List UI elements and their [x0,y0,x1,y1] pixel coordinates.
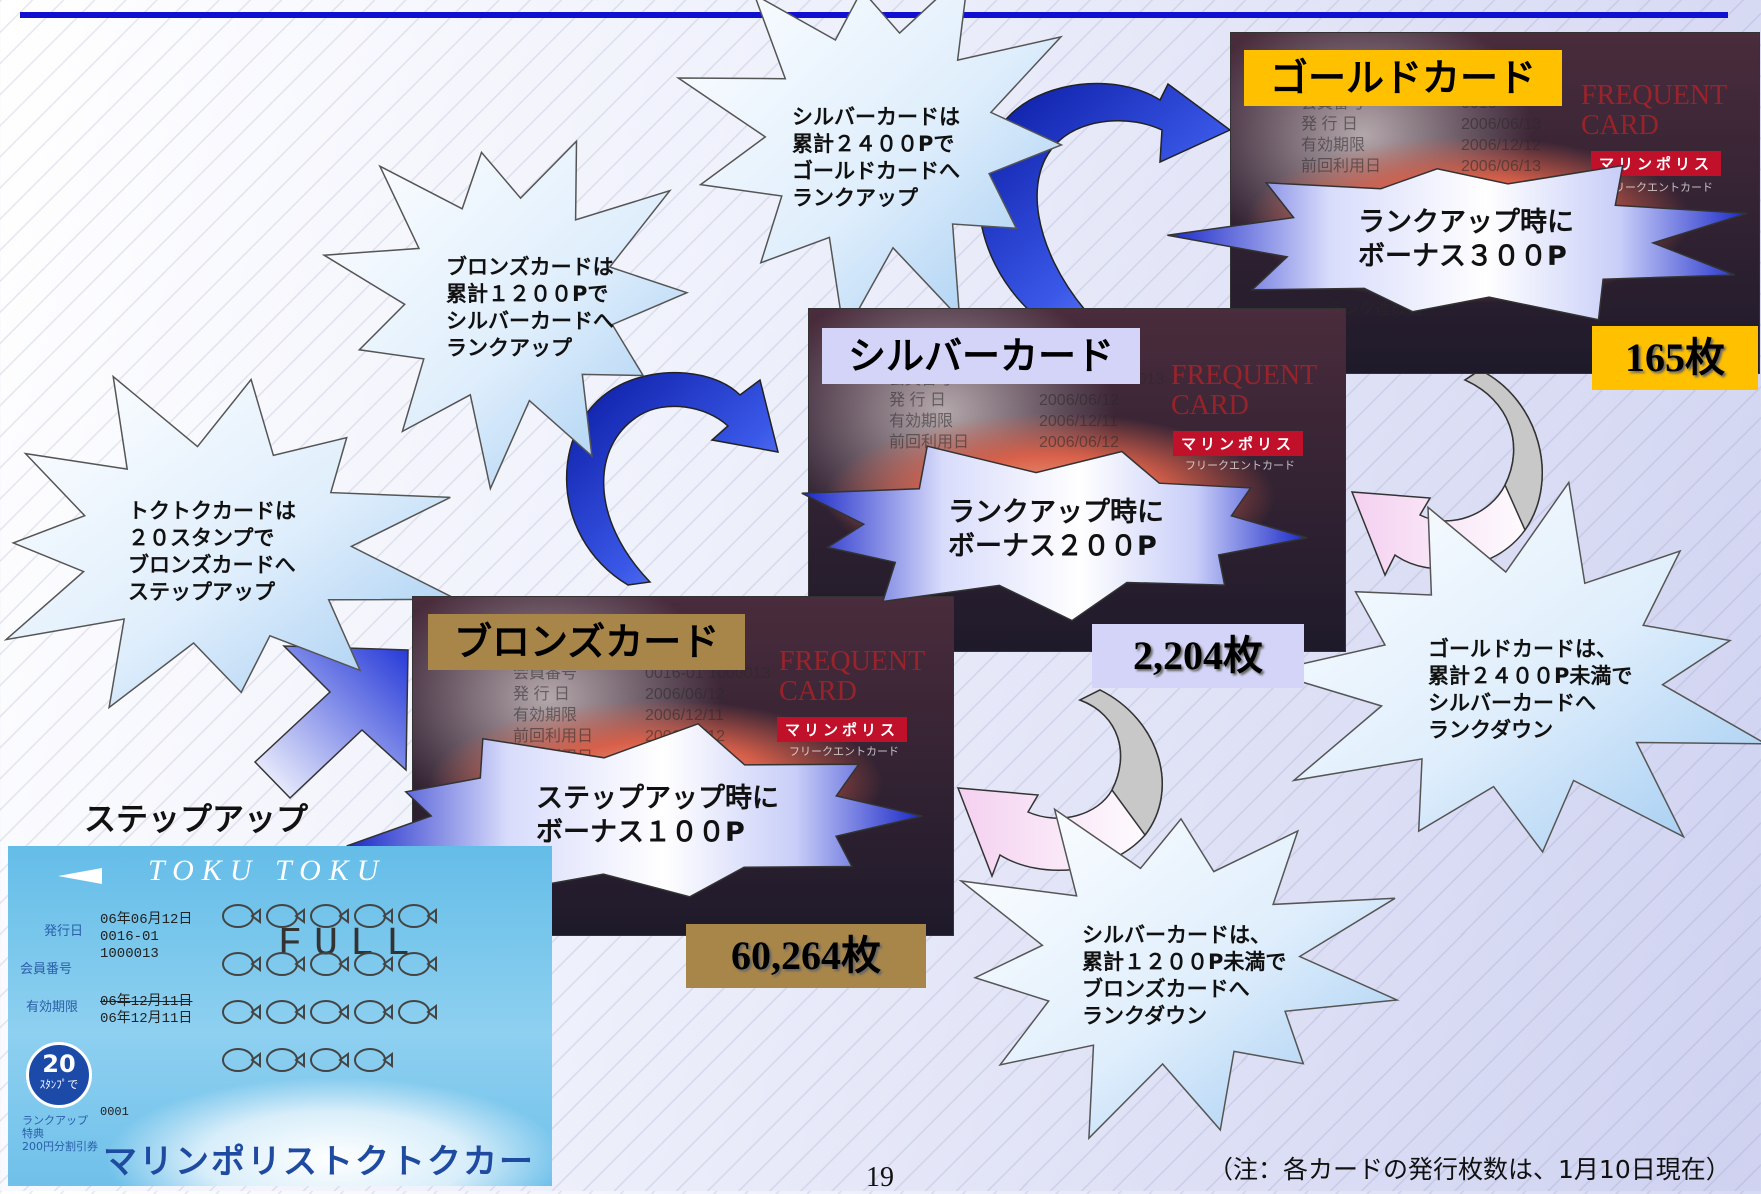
silver-bonus-text: ランクアップ時にボーナス２００P [948,497,1164,562]
burst-bronze-up: ブロンズカードは累計１２００Pでシルバーカードへランクアップ [446,255,614,360]
tokutoku-field-member: 会員番号 [20,962,73,977]
stamp-mark [310,952,342,976]
burst-shape-silver-down [958,807,1400,1141]
stamp-mark [310,1000,342,1024]
stamp-mark [222,904,254,928]
arrow-silver-to-gold [978,82,1232,321]
tokutoku-footer: マリンポリストクトクカード [103,1142,535,1182]
gold-count: 165枚 [1592,326,1758,390]
stamp-mark [266,952,298,976]
stamp-mark [266,1000,298,1024]
stamp-mark [398,904,430,928]
stamp-mark [222,1000,254,1024]
stamp-mark [310,904,342,928]
footnote: （注：各カードの発行枚数は、1月10日現在） [1208,1155,1731,1184]
gold-card-marine: マリンポリス [1591,151,1722,176]
arrow-up-toku-to-bronze [253,645,409,800]
bronze-card-rows: 会員番号発 行 日有効期限前回利用日今回利用日 [513,665,594,766]
silver-card-marine: マリンポリス [1173,431,1304,456]
arrow-left-icon [58,868,102,884]
burst-silver-up: シルバーカードは累計２４００Pでゴールドカードへランクアップ [792,105,960,210]
gold-card-label: ゴールドカード [1244,50,1563,106]
stamp-mark [354,904,386,928]
stamp-mark [354,1000,386,1024]
burst-shape-silver-up [675,0,1064,338]
tokutoku-title: TOKU TOKU [148,854,387,887]
bronze-card-label: ブロンズカード [428,614,746,670]
arrow-bronze-to-silver [565,371,780,586]
stamp-mark [222,952,254,976]
stamp-mark [310,1048,342,1072]
silver-card-label: シルバーカード [822,328,1141,384]
stamp-mark [354,952,386,976]
page-number: 19 [866,1162,894,1193]
stamp-grid [222,904,437,1072]
bronze-count: 60,264枚 [686,924,926,988]
stamp-mark [354,1048,386,1072]
stepup-label: ステップアップ [84,800,309,838]
tokutoku-serial: 0001 [100,1105,129,1119]
bronze-card-sub: フリークエントカード [789,745,899,758]
burst-shape-gold-down [1264,480,1761,854]
stamp-mark [222,1048,254,1072]
bronze-card-marine: マリンポリス [777,717,908,742]
tokutoku-field-issue: 発行日 [44,924,84,939]
burst-shape-bronze-up [321,139,690,492]
burst-silver-down: シルバーカードは、累計１２００P未満でブロンズカードへランクダウン [1082,923,1287,1028]
gold-bonus-text: ランクアップ時にボーナス３００P [1358,207,1574,272]
burst-shape-toku-up [3,374,457,710]
gold-card-sub: フリークエントカード [1603,181,1713,194]
bronze-bonus-text: ステップアップ時にボーナス１００P [536,783,779,848]
stamp-mark [266,904,298,928]
stamp-badge: 20 ｽﾀﾝﾌﾟで [26,1042,92,1108]
burst-gold-down: ゴールドカードは、累計２４００P未満でシルバーカードへランクダウン [1428,637,1633,742]
stamp-mark [266,1048,298,1072]
silver-card-sub: フリークエントカード [1185,459,1295,472]
tokutoku-field-expiry: 有効期限 [26,1000,79,1015]
stamp-mark [398,952,430,976]
stamp-mark [398,1000,430,1024]
silver-count: 2,204枚 [1092,624,1304,688]
